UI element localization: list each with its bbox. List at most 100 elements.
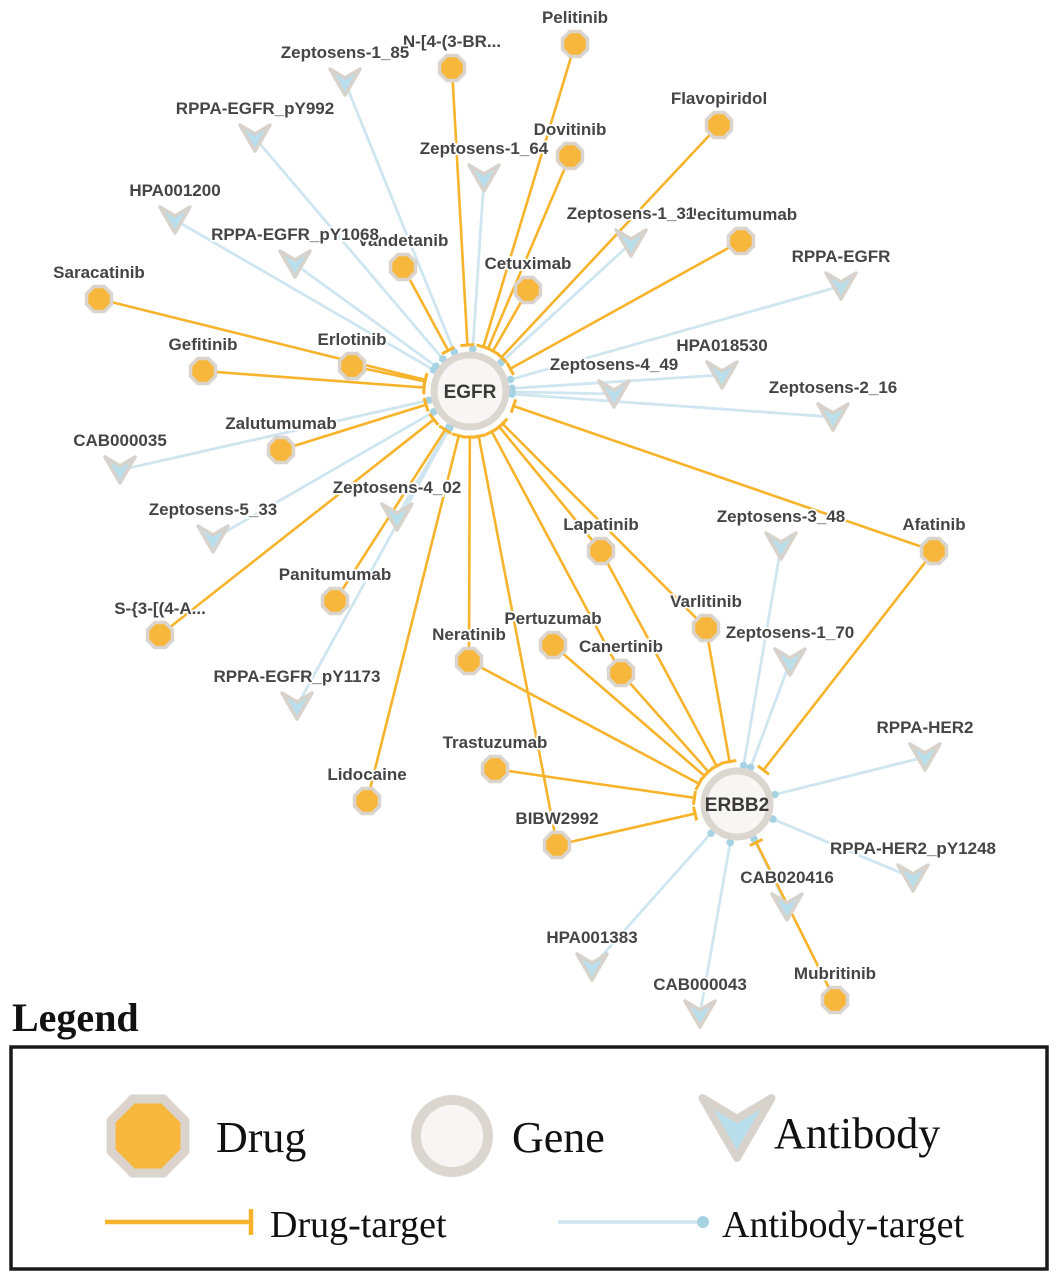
drug-target-edge (620, 672, 710, 773)
drug-node-label: N-[4-(3-BR... (403, 32, 501, 51)
antibody-node-zeptosens-4_49[interactable] (597, 379, 631, 409)
antibody-target-edge (471, 177, 486, 350)
drug-node-varlitinib[interactable] (691, 613, 721, 643)
drug-node-label: Afatinib (902, 515, 965, 534)
drug-target-edge-tee (496, 417, 509, 430)
drug-node-n4-3br[interactable] (437, 53, 467, 83)
antibody-node-rppa-egfr-py1068[interactable] (278, 249, 312, 279)
drug-node-saracatinib[interactable] (84, 284, 114, 314)
drug-node-label: Erlotinib (318, 330, 387, 349)
antibody-target-edge-dot (450, 348, 459, 356)
legend: Legend Drug Gene Antibody Drug-target An… (9, 995, 1049, 1271)
drug-node-pertuzumab[interactable] (538, 630, 568, 660)
nodes-layer (84, 29, 949, 1029)
antibody-node-label: Zeptosens-2_16 (769, 378, 898, 397)
drug-target-edge (513, 404, 935, 553)
antibody-node-rppa-egfr-py992[interactable] (238, 123, 272, 153)
drug-target-edge (159, 418, 435, 637)
antibody-node-zeptosens-1_70[interactable] (773, 647, 807, 677)
antibody-node-label: HPA018530 (676, 336, 767, 355)
antibody-node-rppa-her2-py1248[interactable] (896, 863, 930, 893)
antibody-node-zeptosens-1_31[interactable] (614, 228, 648, 258)
drug-node-erlotinib[interactable] (337, 351, 367, 381)
drug-node-bibw2992[interactable] (542, 830, 572, 860)
drug-target-edge-tee (749, 837, 764, 847)
drug-node-label: Saracatinib (53, 263, 145, 282)
drug-node-afatinib[interactable] (919, 536, 949, 566)
legend-gene-icon (411, 1095, 493, 1177)
drug-node-neratinib[interactable] (454, 646, 484, 676)
antibody-target-edge-dot (726, 838, 735, 847)
antibody-node-zeptosens-4_02[interactable] (380, 502, 414, 532)
antibody-node-zeptosens-5_33[interactable] (196, 524, 230, 554)
legend-gene-label: Gene (512, 1113, 605, 1162)
drug-target-edge (482, 43, 577, 348)
antibody-node-zeptosens-1_64[interactable] (467, 163, 501, 193)
labels-layer: EGFRERBB2PelitinibN-[4-(3-BR...Flavopiri… (51, 6, 997, 996)
drug-node-label: BIBW2992 (515, 809, 598, 828)
antibody-target-edge (212, 410, 435, 541)
drug-target-edge (704, 627, 731, 762)
drug-target-edge-tee (471, 433, 486, 439)
antibody-node-label: RPPA-HER2 (877, 718, 974, 737)
antibody-node-label: HPA001200 (129, 181, 220, 200)
drug-node-zalutumumab[interactable] (266, 435, 296, 465)
drug-node-s3-4a[interactable] (145, 620, 175, 650)
drug-node-necitumumab[interactable] (726, 226, 756, 256)
antibody-node-zeptosens-2_16[interactable] (816, 402, 850, 432)
antibody-node-hpa001383[interactable] (575, 952, 609, 982)
antibody-node-hpa018530[interactable] (705, 360, 739, 390)
drug-node-mubritinib[interactable] (820, 985, 850, 1015)
antibody-edges-layer (119, 81, 926, 1015)
drug-node-label: Varlitinib (670, 592, 742, 611)
drug-target-edge-tee (428, 413, 440, 426)
drug-edges-layer (98, 43, 936, 1001)
drug-node-trastuzumab[interactable] (480, 754, 510, 784)
drug-node-gefitinib[interactable] (188, 356, 218, 386)
legend-drug-label: Drug (216, 1113, 306, 1162)
drug-target-edge-tee (441, 345, 456, 356)
antibody-target-edge (499, 241, 632, 364)
drug-node-cetuximab[interactable] (513, 275, 543, 305)
drug-node-canertinib[interactable] (606, 658, 636, 688)
gene-node-erbb2[interactable] (700, 767, 774, 841)
drug-node-label: Dovitinib (534, 120, 607, 139)
antibody-target-edge-dot (739, 761, 748, 770)
antibody-node-zeptosens-1_85[interactable] (328, 67, 362, 97)
antibody-target-edge (253, 137, 444, 360)
antibody-node-zeptosens-3_48[interactable] (764, 531, 798, 561)
drug-node-label: Flavopiridol (671, 89, 767, 108)
antibody-node-rppa-egfr-py1173[interactable] (280, 691, 314, 721)
drug-target-edge (500, 124, 720, 359)
antibody-node-rppa-her2[interactable] (908, 742, 942, 772)
drug-target-edge-tee (505, 361, 515, 376)
antibody-target-edge-dot (508, 390, 516, 398)
drug-target-edge (762, 550, 936, 771)
drug-node-lidocaine[interactable] (352, 786, 382, 816)
drug-node-pelitinib[interactable] (560, 29, 590, 59)
antibody-target-edge (294, 262, 437, 368)
antibody-node-label: RPPA-EGFR_pY1068 (211, 225, 379, 244)
antibody-node-cab000043[interactable] (683, 999, 717, 1029)
antibody-target-edge-dot (425, 396, 433, 405)
antibody-node-label: RPPA-EGFR_pY1173 (214, 667, 381, 686)
drug-node-vandetanib[interactable] (388, 252, 418, 282)
antibody-target-edge (174, 218, 435, 372)
antibody-target-edge (698, 842, 732, 1015)
antibody-node-label: RPPA-HER2_pY1248 (830, 839, 996, 858)
antibody-node-cab020416[interactable] (770, 892, 804, 922)
drug-node-lapatinib[interactable] (586, 536, 616, 566)
drug-target-edge-tee (438, 424, 452, 435)
antibody-node-label: Zeptosens-1_31 (567, 204, 696, 223)
drug-node-dovitinib[interactable] (555, 141, 585, 171)
antibody-node-cab000035[interactable] (103, 455, 137, 485)
drug-node-panitumumab[interactable] (320, 586, 350, 616)
gene-node-egfr[interactable] (430, 351, 510, 431)
antibody-node-hpa001200[interactable] (158, 205, 192, 235)
drug-node-flavopiridol[interactable] (704, 110, 734, 140)
antibody-target-edge (742, 545, 783, 766)
drug-target-edge (467, 436, 472, 662)
antibody-node-rppa-egfr[interactable] (824, 271, 858, 301)
drug-target-edge (552, 644, 706, 777)
